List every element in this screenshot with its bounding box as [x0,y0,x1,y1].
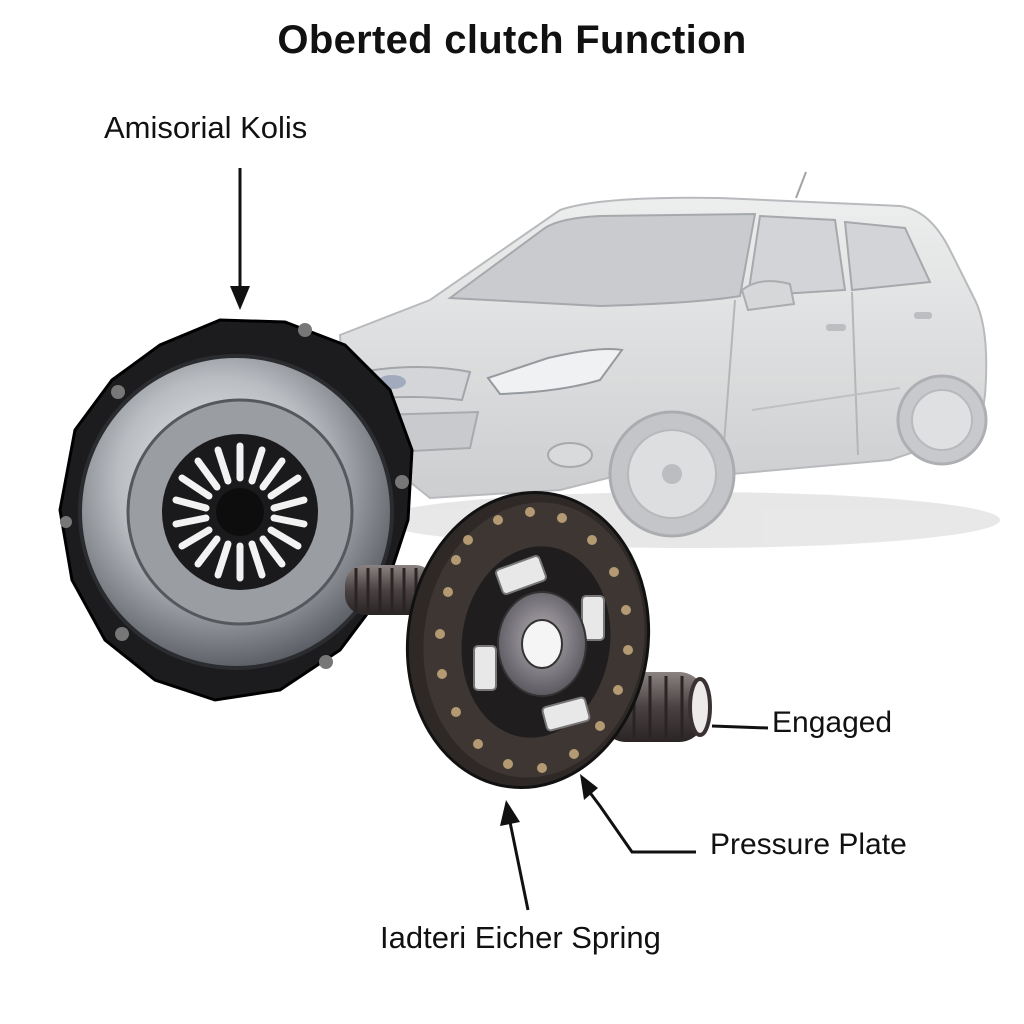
arrow-pressure-plate [580,774,696,854]
label-clutch-cover: Amisorial Kolis [104,110,308,145]
diagram-title: Oberted clutch Function [277,18,747,62]
label-engaged: Engaged [772,706,893,739]
label-pressure-plate: Pressure Plate [710,828,907,861]
car-illustration [338,171,1000,548]
arrow-spring [500,800,530,911]
leader-engaged [711,724,769,730]
clutch-disc [405,490,651,790]
rear-wheel [896,374,988,466]
diaphragm-fingers [172,442,308,582]
label-spring: Iadteri Eicher Spring [380,920,661,955]
front-wheel [608,410,736,538]
arrow-top-left [230,168,250,310]
clutch-cover [58,318,414,702]
